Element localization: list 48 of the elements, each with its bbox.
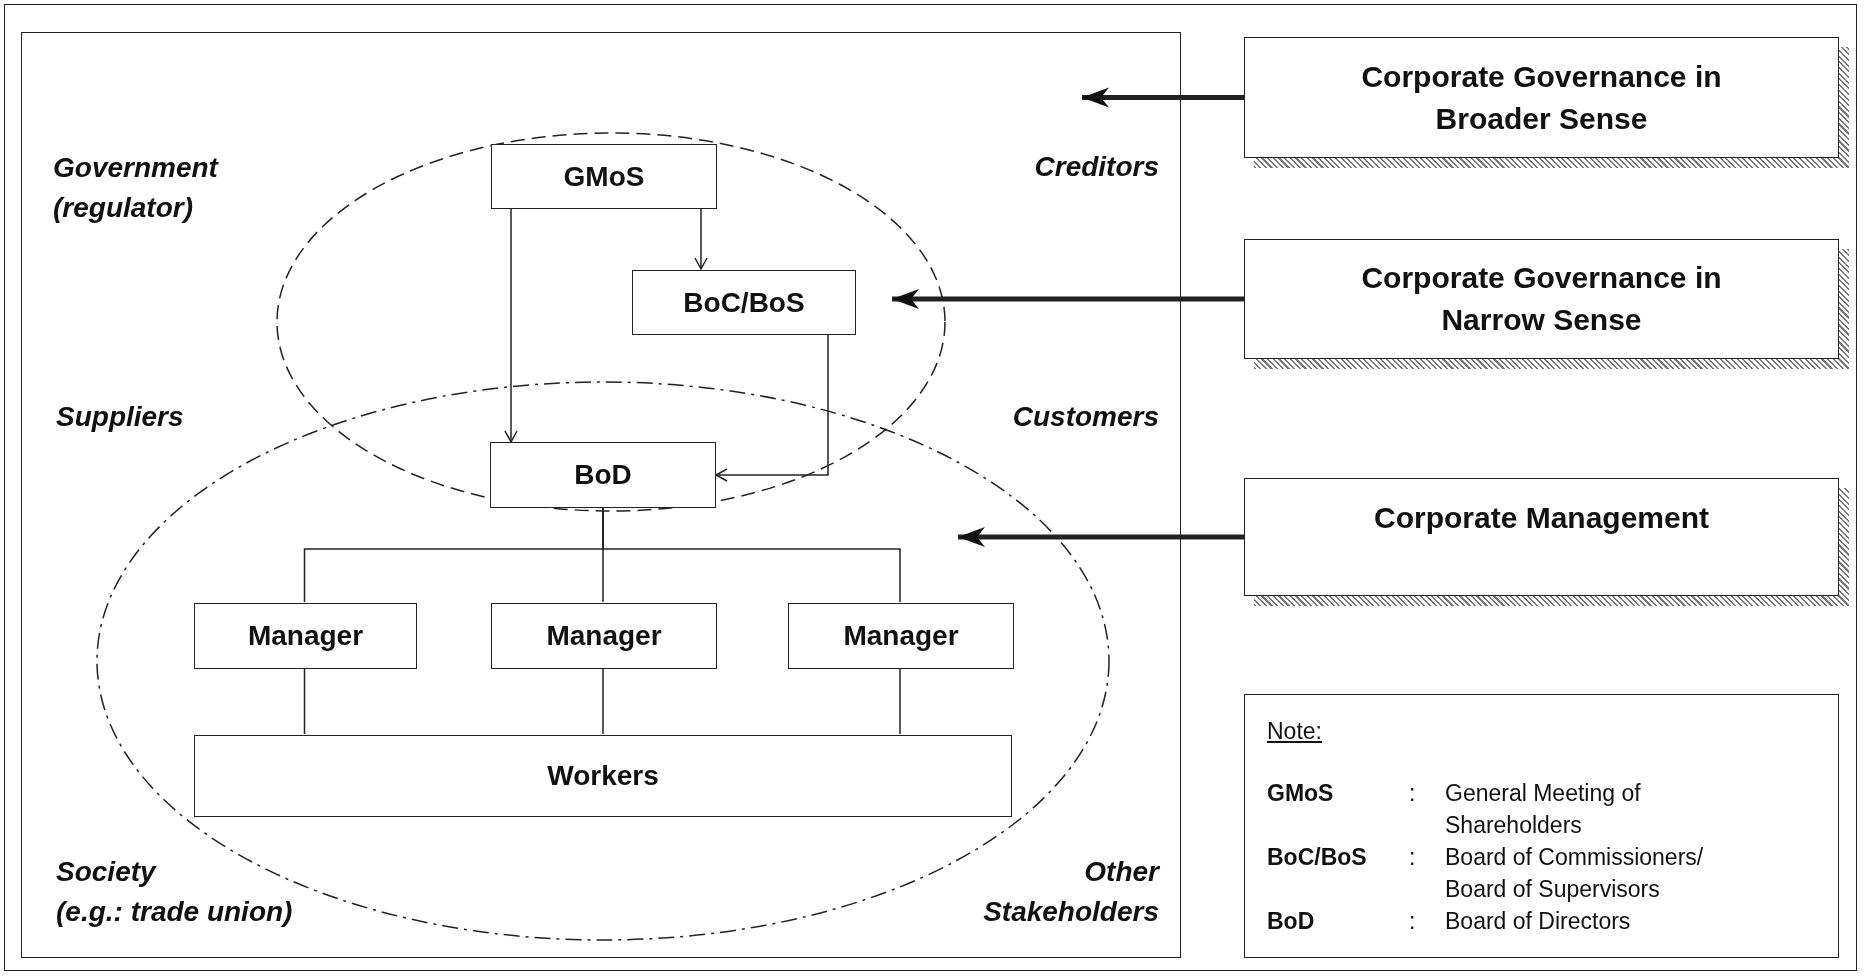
note-heading: Note: (1267, 717, 1323, 746)
org-box (491, 144, 717, 209)
node-label: Manager (246, 619, 365, 653)
org-box (632, 270, 856, 335)
node-label: Corporate Governance in Narrow Sense (1360, 260, 1723, 338)
stakeholder-label: Government (regulator) (53, 151, 220, 225)
stakeholder-label: Customers (1011, 400, 1159, 434)
abbreviation-definition: General Meeting of Shareholders (1445, 779, 1642, 840)
node-label: BoC/BoS (682, 285, 806, 320)
abbreviation-definition: Board of Commissioners/ Board of Supervisors (1445, 843, 1705, 904)
abbreviation-definition: Board of Directors (1445, 907, 1632, 936)
stakeholder-label: Suppliers (56, 400, 185, 434)
separator-colon: : (1409, 907, 1417, 936)
separator-colon: : (1409, 779, 1417, 808)
arrow (892, 289, 1244, 309)
abbreviation: BoC/BoS (1267, 843, 1368, 872)
org-box (491, 603, 717, 669)
stakeholder-label: Society (e.g.: trade union) (56, 855, 294, 929)
concept-box (1244, 239, 1839, 359)
node-label: Workers (546, 759, 660, 793)
arrow (715, 333, 829, 482)
abbreviation: GMoS (1267, 779, 1335, 808)
stakeholder-label: Other Stakeholders (982, 855, 1159, 929)
stakeholder-frame (21, 32, 1181, 958)
abbreviation: BoD (1267, 907, 1316, 936)
connector-line (602, 667, 604, 735)
connector-line (899, 667, 901, 735)
note-box (1244, 694, 1839, 958)
org-box (194, 735, 1012, 817)
connector-line (602, 507, 901, 603)
concept-box (1244, 478, 1839, 596)
arrow (1082, 87, 1244, 108)
node-label: Manager (545, 619, 663, 653)
node-label: Corporate Governance in Broader Sense (1360, 58, 1723, 137)
arrow (958, 527, 1244, 547)
arrow (504, 207, 518, 443)
connector-line (303, 667, 306, 735)
org-box (194, 603, 417, 669)
node-label: GMoS (562, 159, 646, 194)
org-box (788, 603, 1014, 669)
arrow (694, 207, 708, 270)
node-label: BoD (573, 458, 633, 492)
org-box (490, 442, 716, 508)
node-label: Corporate Management (1372, 500, 1711, 536)
separator-colon: : (1409, 843, 1417, 872)
concept-box (1244, 37, 1839, 158)
node-label: Manager (842, 619, 960, 653)
stakeholder-label: Creditors (1033, 150, 1159, 184)
